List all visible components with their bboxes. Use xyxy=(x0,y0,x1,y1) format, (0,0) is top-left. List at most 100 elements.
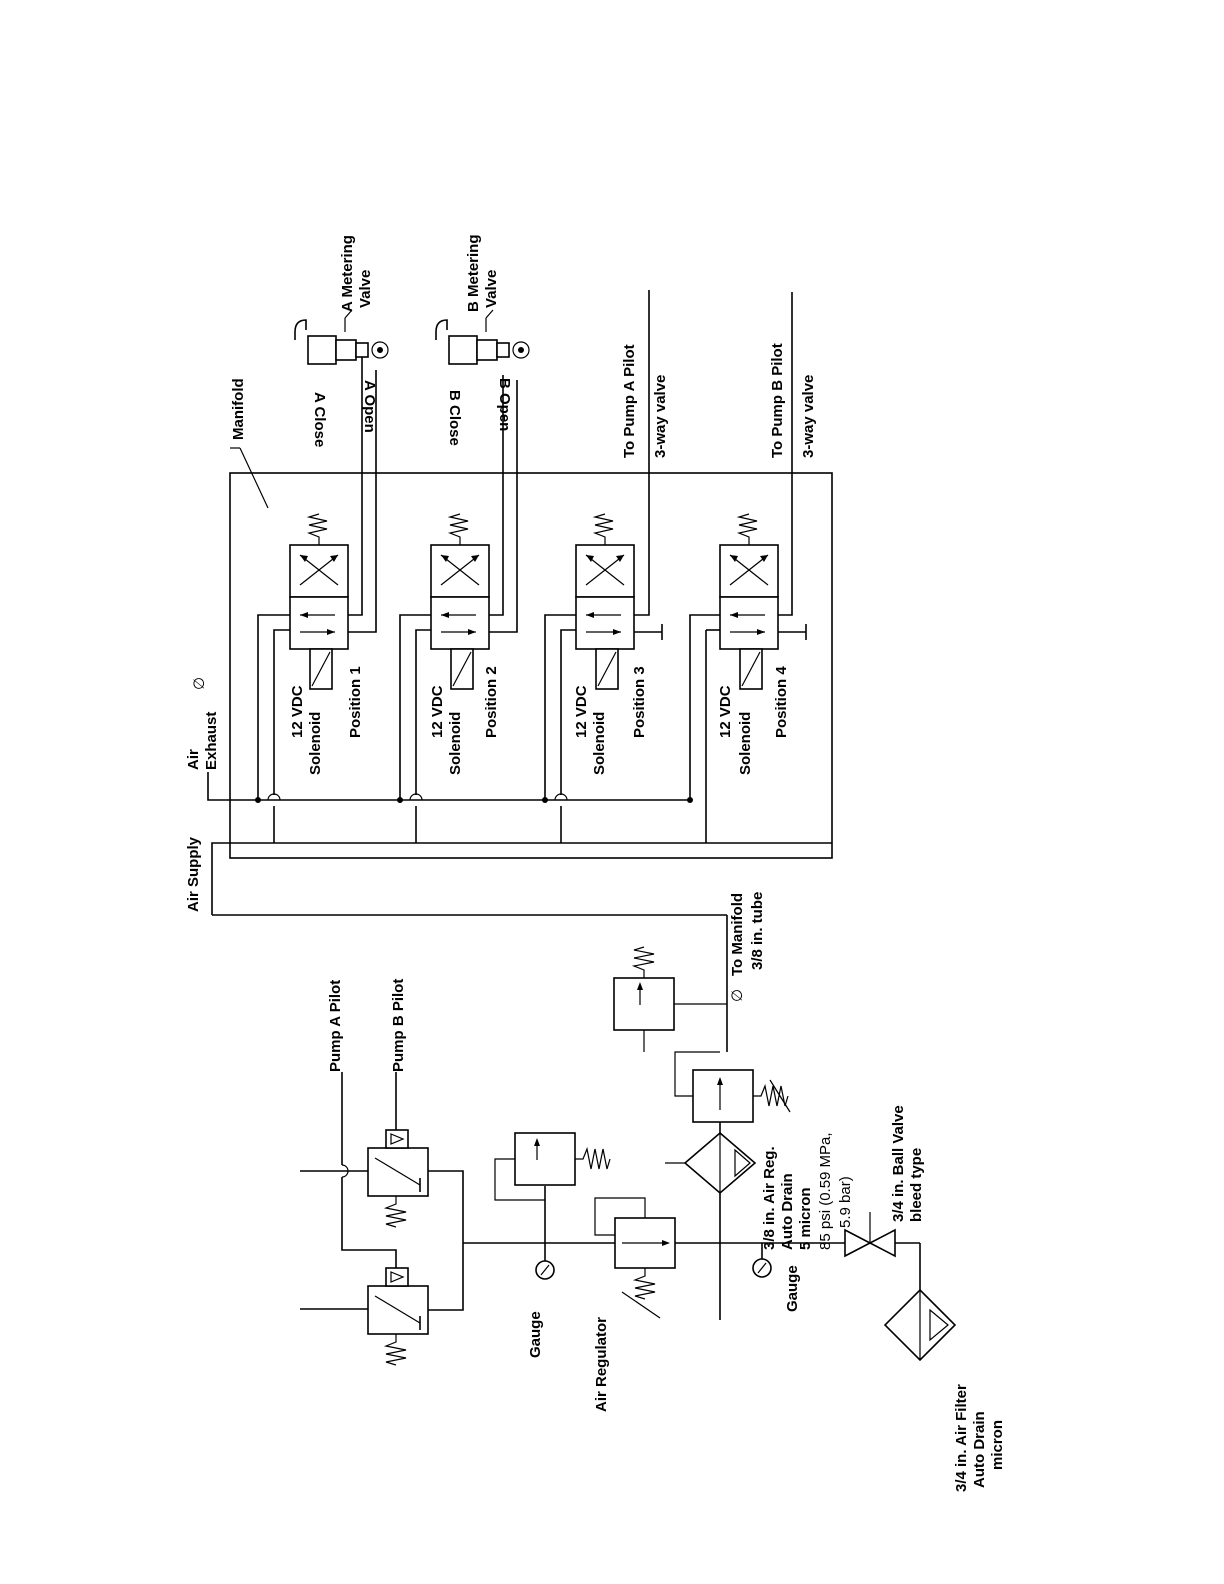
metering-seat xyxy=(355,342,369,358)
to-manifold-label-2: 3/8 in. tube xyxy=(749,892,766,970)
metering-body xyxy=(307,335,337,365)
pilot-supply-loop xyxy=(428,1170,464,1311)
labels: Manifold Air Supply Air Exhaust ∅ 12 VDC… xyxy=(185,234,1006,1492)
to-pump-a-pilot-label: To Pump A Pilot xyxy=(621,344,638,458)
metering-knob xyxy=(512,341,530,359)
regulator-adjust-arrow xyxy=(621,1291,661,1319)
metering-valve-b xyxy=(435,309,530,365)
valve-straight-box xyxy=(289,596,349,650)
position-2-voltage: 12 VDC xyxy=(429,685,446,738)
valve-straight-box xyxy=(575,596,635,650)
relief-valve-box xyxy=(514,1132,576,1186)
position-3-solenoid: Solenoid xyxy=(591,712,608,775)
metering-valve-a xyxy=(294,309,389,365)
pump-b-pilot-line xyxy=(778,292,793,616)
position-4-label: Position 4 xyxy=(773,666,790,738)
cross-arrow xyxy=(440,554,480,586)
air-regulator-label: Air Regulator xyxy=(593,1317,610,1412)
ball-valve-right xyxy=(868,1228,896,1258)
position-2-solenoid: Solenoid xyxy=(447,712,464,775)
solenoid-coil xyxy=(311,651,331,687)
cross-arrow xyxy=(585,554,625,586)
pilot-actuator xyxy=(385,1129,409,1149)
metering-a-label-2: Valve xyxy=(357,270,374,308)
pressure-label-2: 5.9 bar) xyxy=(837,1176,854,1228)
pump-a-pilot-line xyxy=(634,290,650,616)
spring-symbol xyxy=(753,1083,789,1107)
metering-hook xyxy=(435,319,448,340)
pilot-valve-lower xyxy=(367,1267,429,1366)
solenoid-valve-4 xyxy=(689,292,807,843)
pump-b-3way-label: 3-way valve xyxy=(800,375,817,458)
solenoid-valve-2 xyxy=(399,375,518,843)
b-open-label: B Open xyxy=(496,378,513,431)
pump-a-pilot-line xyxy=(341,1177,397,1268)
metering-knob xyxy=(371,341,389,359)
open-line xyxy=(489,375,504,616)
supply-panel xyxy=(300,915,957,1366)
valve-cross-box xyxy=(430,544,490,598)
exhaust-drop xyxy=(544,614,576,800)
metering-hook xyxy=(294,319,307,340)
valve-straight-box xyxy=(719,596,779,650)
spring-symbol xyxy=(306,513,328,545)
air-exhaust-label-1: Air xyxy=(185,749,202,770)
air-filter-label-1: 3/4 in. Air Filter xyxy=(953,1384,970,1492)
air-reg-label-1: 3/8 in. Air Reg. xyxy=(761,1146,778,1250)
air-reg-label-2: Auto Drain xyxy=(779,1173,796,1250)
pump-b-pilot-label: Pump B Pilot xyxy=(390,979,407,1072)
pilot-arrow-head xyxy=(390,1271,405,1283)
pilot-arrow-head xyxy=(390,1133,405,1145)
supply-drop xyxy=(273,629,290,795)
solenoid-coil xyxy=(452,651,472,687)
open-line xyxy=(348,350,363,616)
position-4-voltage: 12 VDC xyxy=(717,685,734,738)
manifold-outline xyxy=(229,472,833,859)
pump-a-3way-label: 3-way valve xyxy=(652,375,669,458)
regulator-pilot xyxy=(594,1197,646,1236)
valve-cross-box xyxy=(289,544,349,598)
pilot-valve-upper xyxy=(367,1129,429,1228)
supply-drop xyxy=(415,629,431,795)
to-manifold-symbol: ∅ xyxy=(729,989,746,1002)
exhaust-drop xyxy=(689,614,720,800)
valve-cross-box xyxy=(719,544,779,598)
supply-drop xyxy=(560,629,576,795)
air-filter-label-3: micron xyxy=(989,1420,1006,1470)
air-supply-line xyxy=(211,842,832,915)
air-filter-drain xyxy=(929,1308,949,1342)
pump-a-pilot-label: Pump A Pilot xyxy=(327,980,344,1072)
solenoid-valve-1 xyxy=(257,350,377,843)
position-3-label: Position 3 xyxy=(631,666,648,738)
exhaust-symbol: ∅ xyxy=(191,677,208,690)
metering-body xyxy=(448,335,478,365)
pilot-actuator xyxy=(385,1267,409,1287)
position-4-solenoid: Solenoid xyxy=(737,712,754,775)
spring-symbol xyxy=(447,513,469,545)
spring-symbol xyxy=(632,1268,656,1300)
filter-drain xyxy=(734,1148,751,1178)
relief-pilot xyxy=(494,1158,545,1201)
exhaust-drop xyxy=(257,614,290,800)
air-exhaust-label-2: Exhaust xyxy=(203,712,220,770)
ball-valve-label-1: 3/4 in. Ball Valve xyxy=(890,1105,907,1222)
metering-leader xyxy=(344,309,353,319)
pressure-label-1: 85 psi (0.59 MPa, xyxy=(817,1132,834,1250)
to-manifold-label-1: To Manifold xyxy=(729,893,746,976)
ball-valve-label-2: bleed type xyxy=(908,1148,925,1222)
metering-leader xyxy=(485,309,494,319)
ball-valve-left xyxy=(844,1228,872,1258)
spring-symbol xyxy=(575,1146,611,1170)
solenoid-coil xyxy=(741,651,761,687)
position-3-voltage: 12 VDC xyxy=(573,685,590,738)
position-2-label: Position 2 xyxy=(483,666,500,738)
position-1-voltage: 12 VDC xyxy=(289,685,306,738)
solenoid-coil xyxy=(597,651,617,687)
regulator-2-pilot xyxy=(674,1051,720,1097)
to-pump-b-pilot-label: To Pump B Pilot xyxy=(769,343,786,458)
cross-arrow xyxy=(299,554,339,586)
spring-symbol xyxy=(592,513,614,545)
manifold-leader xyxy=(239,447,269,509)
air-supply-label: Air Supply xyxy=(185,836,202,912)
